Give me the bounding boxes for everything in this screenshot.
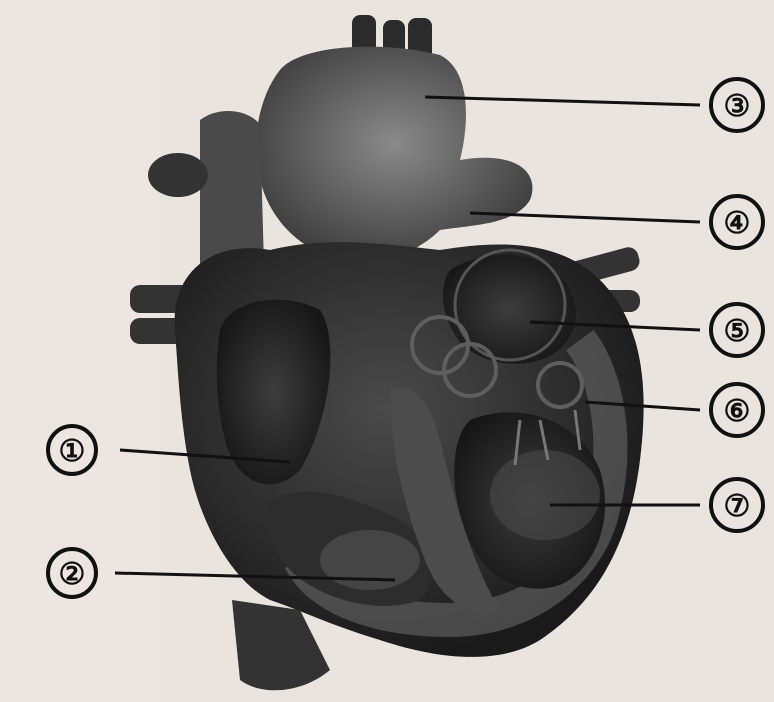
label-2: ② bbox=[59, 557, 86, 592]
label-6: ⑥ bbox=[724, 394, 751, 429]
label-3: ③ bbox=[724, 89, 751, 124]
label-5: ⑤ bbox=[724, 314, 751, 349]
label-1: ① bbox=[59, 434, 86, 469]
label-7: ⑦ bbox=[724, 489, 751, 524]
label-4: ④ bbox=[724, 206, 751, 241]
left-ventricle-highlight bbox=[490, 450, 600, 540]
right-ventricle-highlight bbox=[320, 530, 420, 590]
